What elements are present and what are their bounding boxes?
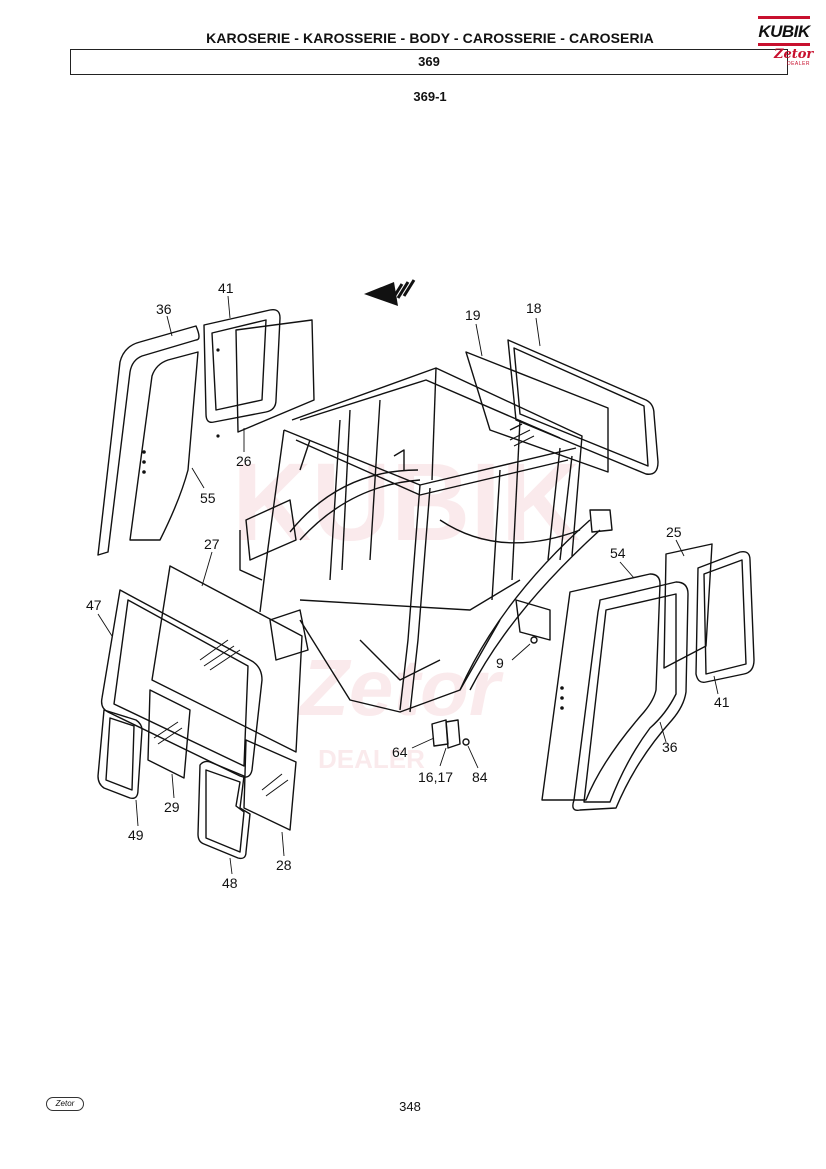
glass-26 <box>235 319 315 433</box>
callout-26: 26 <box>236 453 252 469</box>
seal-36-right <box>572 581 689 811</box>
callouts: 36 41 19 18 26 55 27 47 25 54 9 41 36 64… <box>86 280 730 891</box>
logo-brand: KUBIK <box>758 22 810 41</box>
callout-19: 19 <box>465 307 481 323</box>
glass-hatching <box>153 429 535 797</box>
cab-frame <box>239 367 613 713</box>
seal-48 <box>197 760 251 860</box>
seal-36-left <box>97 325 200 556</box>
callout-16-17: 16,17 <box>418 769 453 785</box>
callout-41-top: 41 <box>218 280 234 296</box>
callout-9: 9 <box>496 655 504 671</box>
callout-41-right: 41 <box>714 694 730 710</box>
callout-64: 64 <box>392 744 408 760</box>
page-number: 348 <box>399 1099 421 1114</box>
callout-18: 18 <box>526 300 542 316</box>
callout-55: 55 <box>200 490 216 506</box>
watermark-sub-brand: Zetor <box>298 643 504 732</box>
callout-47: 47 <box>86 597 102 613</box>
callout-54: 54 <box>610 545 626 561</box>
callout-48: 48 <box>222 875 238 891</box>
bolt-9 <box>530 636 538 644</box>
leader-lines <box>97 295 719 875</box>
direction-arrow-icon <box>364 279 416 306</box>
callout-36-left: 36 <box>156 301 172 317</box>
callout-28: 28 <box>276 857 292 873</box>
screw-84 <box>462 738 470 746</box>
footer-zetor-logo: Zetor <box>46 1097 84 1111</box>
logo-dealer: DEALER <box>786 61 810 67</box>
callout-49: 49 <box>128 827 144 843</box>
watermark: KUBIK Zetor DEALER <box>232 441 580 774</box>
callout-36-right: 36 <box>662 739 678 755</box>
logo-bar-top <box>758 16 810 19</box>
callout-84: 84 <box>472 769 488 785</box>
glass-29 <box>147 689 191 779</box>
seal-41-right <box>695 550 755 684</box>
page-title: KAROSERIE - KAROSSERIE - BODY - CAROSSER… <box>206 30 654 46</box>
glass-28 <box>243 739 297 831</box>
glass-55 <box>129 351 199 541</box>
logo-sub-brand: Zetor <box>774 47 814 62</box>
dealer-logo: KUBIK Zetor DEALER <box>756 16 814 67</box>
seal-47 <box>100 589 263 778</box>
group-number: 369 <box>418 54 440 69</box>
callout-29: 29 <box>164 799 180 815</box>
glass-54 <box>541 573 661 801</box>
seal-41-top <box>203 308 281 424</box>
subgroup-number: 369-1 <box>413 89 447 104</box>
callout-25: 25 <box>666 524 682 540</box>
seal-18 <box>507 339 659 475</box>
hinge-16-17 <box>445 719 461 749</box>
glass-27 <box>151 565 303 753</box>
group-number-box: 369 <box>70 49 788 75</box>
callout-27: 27 <box>204 536 220 552</box>
seal-49 <box>97 709 143 800</box>
mounting-holes <box>142 348 564 710</box>
logo-bar-mid <box>758 43 810 46</box>
watermark-dealer: DEALER <box>318 744 425 774</box>
